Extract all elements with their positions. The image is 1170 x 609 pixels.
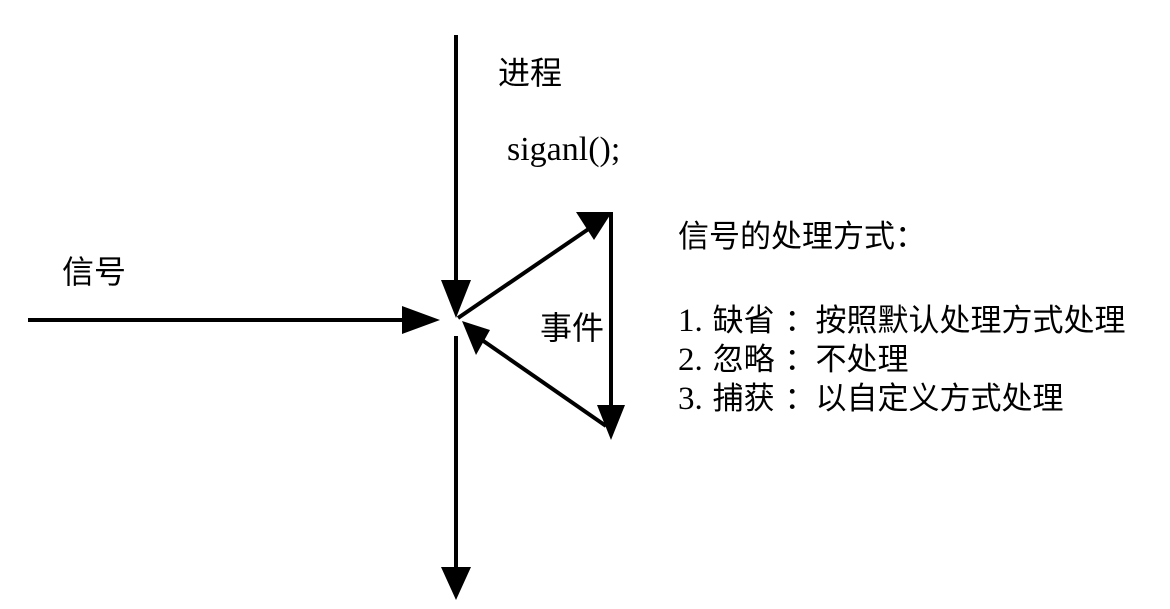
event-label: 事件	[540, 309, 605, 347]
event-arrowhead-out	[576, 212, 612, 240]
handling-mode-description: 以自定义方式处理	[815, 381, 1064, 417]
handling-title: 信号的处理方式：	[678, 219, 926, 255]
handling-mode-number: 2.	[678, 342, 703, 378]
handling-mode-name: 捕获	[712, 381, 775, 417]
event-arrow-return-line	[480, 338, 608, 428]
event-arrowhead-return	[462, 321, 490, 355]
process-arrowhead-lower	[441, 567, 471, 600]
handling-mode-item: 3. 捕获 ：以自定义方式处理	[678, 380, 1125, 419]
handling-mode-separator: ：	[784, 342, 816, 378]
handling-modes-list: 1. 缺省 ：按照默认处理方式处理 2. 忽略 ：不处理 3. 捕获 ：以自定义…	[678, 302, 1125, 419]
signal-arrowhead	[402, 306, 440, 334]
process-label: 进程	[498, 54, 563, 92]
handling-mode-description: 按照默认处理方式处理	[815, 303, 1126, 339]
handling-mode-item: 1. 缺省 ：按照默认处理方式处理	[678, 302, 1125, 341]
handling-mode-number: 3.	[678, 381, 703, 417]
handling-mode-item: 2. 忽略 ：不处理	[678, 341, 1125, 380]
handling-mode-description: 不处理	[815, 342, 909, 378]
handling-mode-name: 缺省	[712, 303, 775, 339]
handling-mode-separator: ：	[784, 381, 816, 417]
handling-mode-number: 1.	[678, 303, 703, 339]
process-arrowhead-upper	[441, 280, 471, 318]
event-arrow-out-line	[456, 226, 592, 320]
call-label: siganl();	[507, 131, 621, 168]
signal-label: 信号	[62, 253, 127, 291]
event-arrowhead-down	[597, 405, 625, 440]
handling-mode-separator: ：	[784, 303, 816, 339]
handling-mode-name: 忽略	[712, 342, 775, 378]
